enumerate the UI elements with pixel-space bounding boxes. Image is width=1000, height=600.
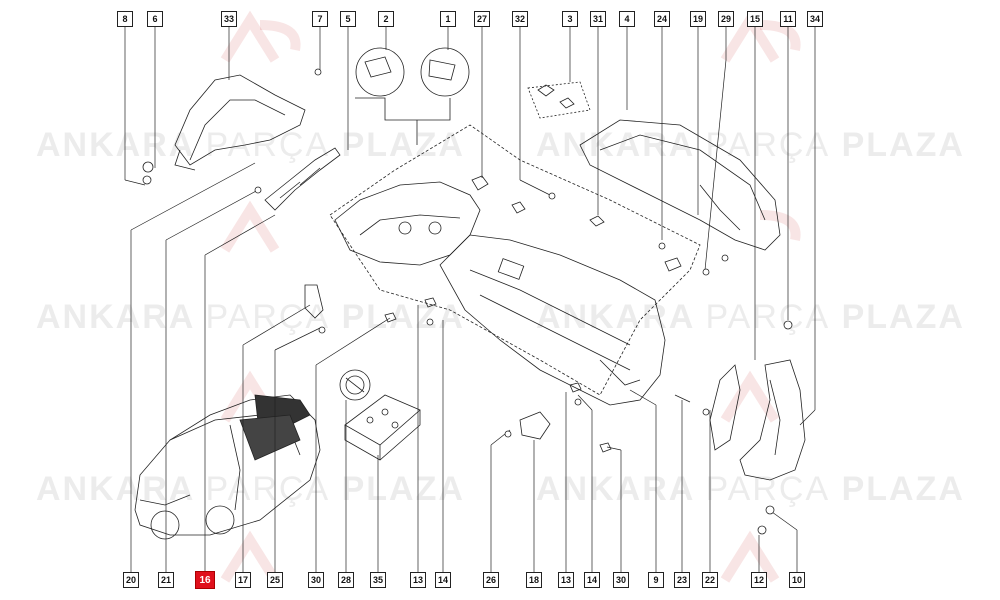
part-label[interactable]: 23 <box>674 572 690 588</box>
part-label[interactable]: 31 <box>590 11 606 27</box>
part-label[interactable]: 1 <box>440 11 456 27</box>
part-label[interactable]: 25 <box>267 572 283 588</box>
part-label[interactable]: 14 <box>584 572 600 588</box>
part-label[interactable]: 13 <box>558 572 574 588</box>
part-label[interactable]: 27 <box>474 11 490 27</box>
part-label[interactable]: 28 <box>338 572 354 588</box>
part-label[interactable]: 12 <box>751 572 767 588</box>
part-label[interactable]: 2 <box>378 11 394 27</box>
part-28-lamp-holder <box>339 369 371 401</box>
part-label[interactable]: 13 <box>410 572 426 588</box>
part-label[interactable]: 30 <box>308 572 324 588</box>
part-label[interactable]: 33 <box>221 11 237 27</box>
part-label[interactable]: 15 <box>747 11 763 27</box>
part-4-diffuser <box>579 119 781 251</box>
part-label[interactable]: 24 <box>654 11 670 27</box>
part-bumper-cover <box>439 234 666 406</box>
part-label[interactable]: 18 <box>526 572 542 588</box>
part-label[interactable]: 26 <box>483 572 499 588</box>
part-label[interactable]: 29 <box>718 11 734 27</box>
part-label[interactable]: 14 <box>435 572 451 588</box>
part-label[interactable]: 5 <box>340 11 356 27</box>
part-label[interactable]: 3 <box>562 11 578 27</box>
part-34-side-trim <box>739 359 806 481</box>
assembly-outline <box>329 124 701 396</box>
part-33-trim <box>174 74 306 171</box>
part-label[interactable]: 9 <box>648 572 664 588</box>
part-label[interactable]: 6 <box>147 11 163 27</box>
part-label-selected[interactable]: 16 <box>195 571 215 589</box>
part-label[interactable]: 11 <box>780 11 796 27</box>
part-label[interactable]: 10 <box>789 572 805 588</box>
part-label[interactable]: 35 <box>370 572 386 588</box>
part-label[interactable]: 8 <box>117 11 133 27</box>
part-label[interactable]: 4 <box>619 11 635 27</box>
part-label[interactable]: 19 <box>690 11 706 27</box>
part-label[interactable]: 7 <box>312 11 328 27</box>
part-label[interactable]: 21 <box>158 572 174 588</box>
detail-circle-2 <box>355 47 405 97</box>
car-location-view <box>134 394 321 540</box>
part-label[interactable]: 17 <box>235 572 251 588</box>
leader-lines <box>124 27 816 572</box>
part-label[interactable]: 34 <box>807 11 823 27</box>
part-label[interactable]: 22 <box>702 572 718 588</box>
part-absorber <box>334 181 481 266</box>
part-label[interactable]: 30 <box>613 572 629 588</box>
detail-circle-1 <box>420 47 470 97</box>
part-label[interactable]: 32 <box>512 11 528 27</box>
part-5-bracket <box>264 147 341 211</box>
clip-parts <box>304 81 682 453</box>
part-label[interactable]: 20 <box>123 572 139 588</box>
part-35-clip-box <box>344 394 421 461</box>
part-23-clip <box>674 394 691 403</box>
callout-bracket <box>355 97 451 121</box>
fasteners <box>142 68 793 535</box>
